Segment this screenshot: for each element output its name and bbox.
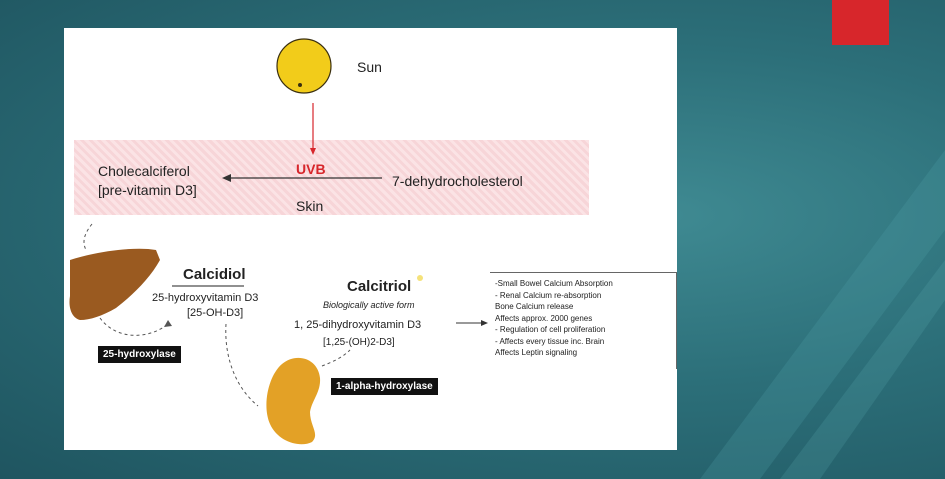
cholecalciferol-line1: Cholecalciferol [98, 163, 190, 179]
effect-item: Affects Leptin signaling [495, 348, 578, 357]
sparkle-icon [417, 275, 423, 281]
red-accent-square [832, 0, 889, 45]
calcitriol-abbr: [1,25-(OH)2-D3] [323, 337, 395, 348]
flow-kidney-to-calcitriol [321, 349, 351, 367]
effect-item: - Affects every tissue inc. Brain [495, 336, 605, 346]
sun-label: Sun [357, 59, 382, 75]
calcitriol-description: Biologically active form [323, 300, 415, 310]
diagram-graphics [69, 38, 488, 445]
sun-icon [276, 38, 332, 94]
enzyme-25-hydroxylase-badge: 25-hydroxylase [98, 346, 181, 363]
cholecalciferol-label: Cholecalciferol [pre-vitamin D3] [98, 162, 258, 200]
effect-item: - Renal Calcium re-absorption [495, 290, 602, 300]
effects-list: -Small Bowel Calcium Absorption - Renal … [495, 278, 613, 359]
calcitriol-name: 1, 25-dihydroxyvitamin D3 [294, 319, 422, 331]
effect-item: - Regulation of cell proliferation [495, 325, 606, 334]
effect-item: Bone Calcium release [495, 302, 574, 311]
effect-item: Affects approx. 2000 genes [495, 313, 593, 323]
effects-box: -Small Bowel Calcium Absorption - Renal … [490, 272, 677, 369]
flow-liver-to-calcidiol [99, 317, 169, 336]
dehydrocholesterol-label: 7-dehydrocholesterol [392, 173, 523, 189]
enzyme-1-alpha-hydroxylase-badge: 1-alpha-hydroxylase [331, 378, 438, 395]
calcitriol-title: Calcitriol [347, 278, 412, 295]
flow-skin-to-liver [83, 223, 93, 251]
skin-label: Skin [296, 198, 324, 214]
flow-calcidiol-to-kidney [225, 323, 259, 407]
cholecalciferol-line2: [pre-vitamin D3] [98, 182, 197, 198]
calcidiol-title: Calcidiol [183, 266, 246, 283]
liver-icon [69, 248, 160, 320]
effect-item: -Small Bowel Calcium Absorption [495, 279, 613, 288]
calcidiol-name: 25-hydroxyvitamin D3 [152, 292, 259, 304]
slide-diagram: Sun Cholecalciferol [pre-vitamin D3] UVB… [64, 28, 677, 450]
calcidiol-abbr: [25-OH-D3] [187, 307, 244, 319]
kidney-icon [266, 357, 321, 445]
uvb-label: UVB [296, 161, 326, 177]
effects-arrow [456, 320, 488, 326]
conversion-arrow [222, 174, 382, 182]
